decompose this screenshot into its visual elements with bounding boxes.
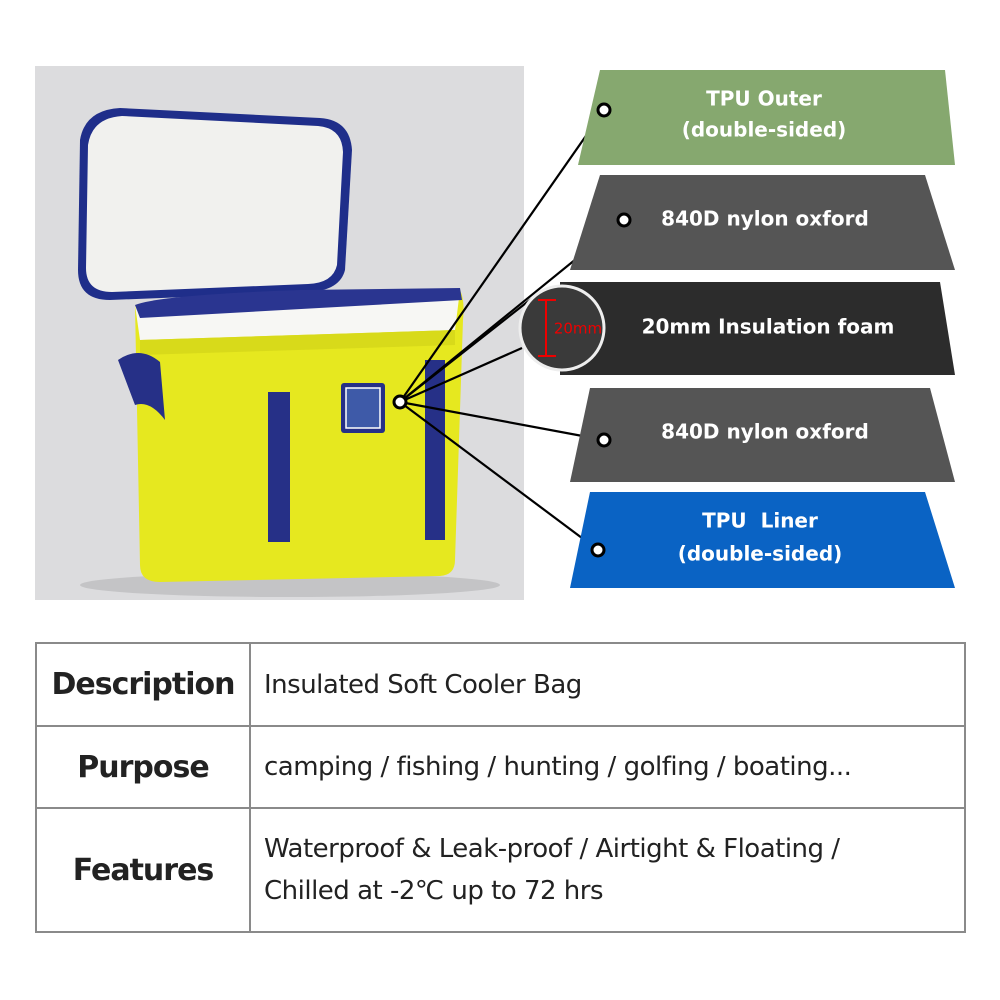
layer-label: TPU Outer bbox=[706, 87, 822, 111]
table-row: Purpose camping / fishing / hunting / go… bbox=[35, 725, 966, 809]
features-line-1: Waterproof & Leak-proof / Airtight & Flo… bbox=[264, 834, 840, 864]
spec-table: Description Insulated Soft Cooler Bag Pu… bbox=[35, 642, 966, 933]
layer-nylon-oxford-1: 840D nylon oxford bbox=[570, 175, 955, 270]
product-illustration: TPU Outer (double-sided) 840D nylon oxfo… bbox=[35, 66, 955, 600]
layer-insulation-foam: 20mm 20mm Insulation foam bbox=[518, 282, 955, 375]
cooler-photo bbox=[35, 66, 524, 600]
layer-label: 20mm Insulation foam bbox=[642, 315, 895, 339]
table-row: Features Waterproof & Leak-proof / Airti… bbox=[35, 807, 966, 933]
features-line-2: Chilled at -2℃ up to 72 hrs bbox=[264, 876, 604, 906]
layer-label-sub: (double-sided) bbox=[682, 118, 847, 142]
layer-label: 840D nylon oxford bbox=[661, 207, 869, 231]
row-value: camping / fishing / hunting / golfing / … bbox=[249, 725, 966, 809]
layer-tpu-liner: TPU Liner (double-sided) bbox=[570, 492, 955, 588]
layer-tpu-outer: TPU Outer (double-sided) bbox=[578, 70, 955, 165]
table-row: Description Insulated Soft Cooler Bag bbox=[35, 642, 966, 727]
layer-label-sub: (double-sided) bbox=[678, 542, 843, 566]
foam-magnifier bbox=[518, 284, 606, 372]
row-header: Description bbox=[35, 642, 251, 727]
layer-label: 840D nylon oxford bbox=[661, 420, 869, 444]
thickness-callout: 20mm bbox=[554, 320, 602, 338]
layer-label: TPU Liner bbox=[702, 509, 818, 533]
row-header: Features bbox=[35, 807, 251, 933]
layer-nylon-oxford-2: 840D nylon oxford bbox=[570, 388, 955, 482]
row-header: Purpose bbox=[35, 725, 251, 809]
origin-dot bbox=[392, 394, 408, 410]
row-value: Insulated Soft Cooler Bag bbox=[249, 642, 966, 727]
row-value: Waterproof & Leak-proof / Airtight & Flo… bbox=[249, 807, 966, 933]
